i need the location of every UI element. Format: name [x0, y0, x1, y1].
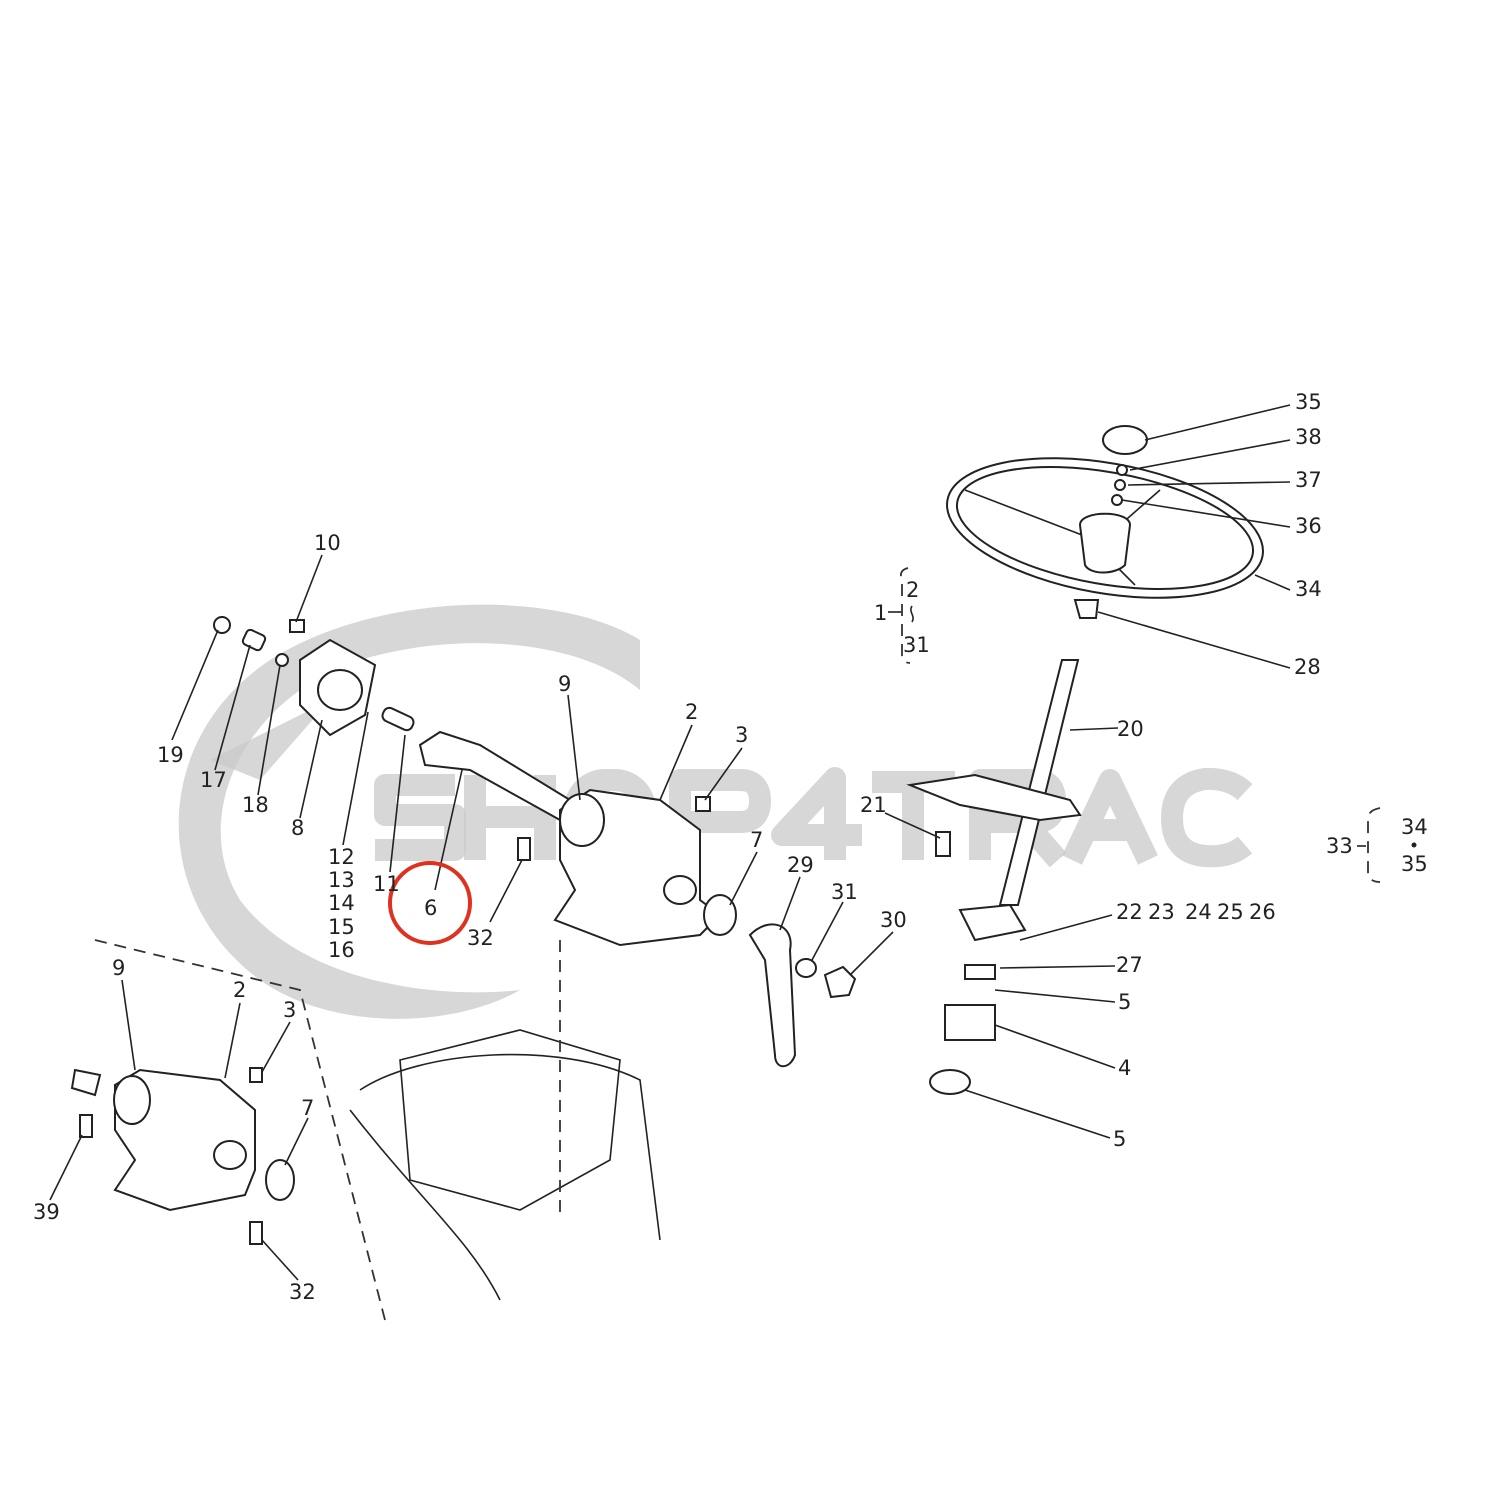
callout-34: 34 [1295, 577, 1322, 601]
callout-27: 27 [1116, 953, 1143, 977]
callout-31: 31 [831, 880, 858, 904]
alt-steering-box-housing [70, 1067, 295, 1245]
callout-23: 23 [1148, 900, 1175, 924]
callout-37: 37 [1295, 468, 1322, 492]
callout-36: 36 [1295, 514, 1322, 538]
callout-10: 10 [314, 531, 341, 555]
callout-7-lower: 7 [301, 1096, 314, 1120]
callout-11: 11 [373, 872, 400, 896]
callout-19: 19 [157, 743, 184, 767]
callout-35: 35 [1295, 390, 1322, 414]
callout-32-lower: 32 [289, 1280, 316, 1304]
callout-13: 13 [328, 868, 355, 892]
callout-15: 15 [328, 915, 355, 939]
callout-39: 39 [33, 1200, 60, 1224]
callout-24: 24 [1185, 900, 1212, 924]
callout-17: 17 [200, 768, 227, 792]
group-33-item-34: 34 [1401, 815, 1428, 839]
callout-6: 6 [424, 896, 437, 920]
tractor-outline [94, 939, 661, 1321]
callout-2-lower: 2 [233, 978, 246, 1002]
group-1-from: 2 [906, 578, 919, 602]
leader-lines [49, 404, 1366, 1281]
group-33-label: 33 [1326, 834, 1353, 858]
callout-22: 22 [1116, 900, 1143, 924]
callout-21: 21 [860, 793, 887, 817]
callout-12: 12 [328, 845, 355, 869]
callout-20: 20 [1117, 717, 1144, 741]
callout-26: 26 [1249, 900, 1276, 924]
callout-8: 8 [291, 816, 304, 840]
callout-38: 38 [1295, 425, 1322, 449]
callout-labels: 10 19 17 18 8 12 13 14 15 16 11 6 32 9 2… [33, 390, 1428, 1304]
callout-32: 32 [467, 926, 494, 950]
group-1-to: 31 [903, 633, 930, 657]
callout-29: 29 [787, 853, 814, 877]
callout-9-lower: 9 [112, 956, 125, 980]
callout-9: 9 [558, 672, 571, 696]
steering-wheel-column [906, 425, 1264, 1095]
callout-14: 14 [328, 891, 355, 915]
group-brackets [900, 567, 1417, 883]
highlight-circle [388, 861, 472, 945]
group-33-item-35: 35 [1401, 852, 1428, 876]
callout-7: 7 [750, 828, 763, 852]
callout-30: 30 [880, 908, 907, 932]
callout-2: 2 [685, 700, 698, 724]
callout-28: 28 [1294, 655, 1321, 679]
group-1-label: 1 [874, 601, 887, 625]
callout-5: 5 [1118, 990, 1131, 1014]
callout-5-lower: 5 [1113, 1127, 1126, 1151]
callout-3-lower: 3 [283, 998, 296, 1022]
callout-25: 25 [1217, 900, 1244, 924]
steering-box-housing [517, 788, 857, 1068]
steering-shaft-assembly [213, 616, 572, 822]
callout-3: 3 [735, 723, 748, 747]
callout-4: 4 [1118, 1056, 1131, 1080]
callout-16: 16 [328, 938, 355, 962]
callout-18: 18 [242, 793, 269, 817]
